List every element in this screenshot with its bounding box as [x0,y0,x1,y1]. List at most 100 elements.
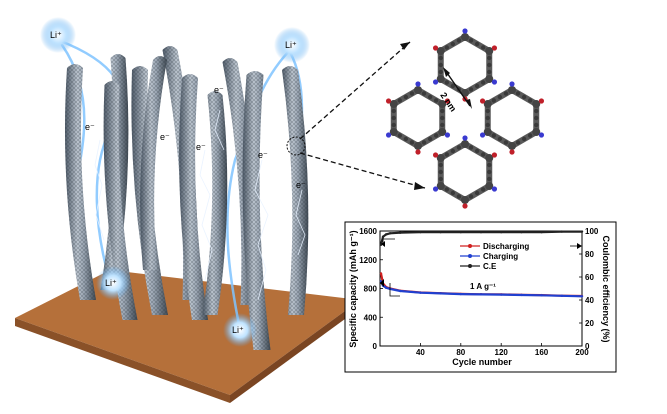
framework-node [532,128,541,136]
series-point [419,230,422,234]
series-lines [379,230,584,298]
y2-tick-label: 20 [585,319,594,328]
nanotube-mesh [282,66,309,315]
framework-node [485,47,494,55]
heteroatom [385,98,392,104]
framework-atom [450,148,456,154]
framework-node [414,86,422,94]
series-point [384,233,388,236]
axis-pointer-arrows [380,238,582,297]
framework-node [389,128,398,136]
x-tick-label: 40 [416,348,425,357]
framework-atom [440,115,445,121]
heteroatom [385,132,392,138]
framework-atom [409,91,415,96]
heteroatom [479,132,486,138]
framework-atom [456,145,462,150]
framework-atom [391,122,396,128]
framework-atom [487,55,492,61]
legend-label: Charging [483,252,518,261]
framework-node [414,142,422,150]
heteroatom [444,132,451,138]
framework-atom [487,176,492,182]
framework-atom [450,41,456,47]
x-tick-label: 120 [495,348,509,357]
heteroatom [491,79,498,85]
heteroatom [479,98,486,104]
framework-atom [503,140,509,145]
series-point [540,294,543,297]
series-point [500,293,503,296]
li-ion-labels: Li⁺ Li⁺ Li⁺ Li⁺ [50,30,297,335]
framework-node [485,154,494,162]
heteroatom [415,81,421,87]
framework-atom [487,162,492,168]
y2-tick-label: 40 [585,296,594,305]
framework-atom [468,87,474,92]
electron-labels: e⁻ e⁻ e⁻ e⁻ e⁻ e⁻ [85,85,306,190]
y2-tick-label: 0 [585,342,590,351]
framework-node [461,140,469,148]
framework-atom [474,41,480,47]
framework-atom [440,122,445,128]
framework-node [436,47,445,55]
heteroatom [491,186,498,192]
framework-atom [403,94,409,100]
framework-atom [480,45,486,50]
heteroatom [509,81,515,87]
y-tick-label: 800 [364,285,378,294]
framework-atom [391,108,396,114]
y2-tick-label: 100 [585,227,599,236]
series-point [479,293,483,296]
series-point [399,231,402,234]
series-point [459,292,462,296]
series-point [520,293,523,297]
series-point [580,295,584,298]
framework-atom [438,176,443,182]
framework-atom [391,115,396,121]
framework-atom [491,98,497,103]
framework-atom [456,38,462,43]
framework-atom [474,148,480,154]
framework-atom [487,69,492,75]
framework-atom [450,190,456,196]
framework-atom [421,140,427,145]
heteroatom [432,45,439,51]
electron-label: e⁻ [258,150,268,160]
framework-atom [403,136,409,142]
framework-atom [534,108,539,114]
y2-axis-label: Coulombic efficiency (%) [601,235,611,342]
heteroatom [432,152,439,158]
framework-node [485,182,494,190]
series-point [520,230,523,234]
framework-atom [438,55,443,61]
framework-node [483,128,492,136]
framework-atom [521,136,527,142]
framework-atom [438,169,443,175]
framework-node [436,75,445,83]
framework-atom [480,80,486,85]
framework-atom [515,140,521,145]
heteroatom [491,152,498,158]
framework-node [532,100,541,108]
series-point [459,230,462,234]
framework-atom [534,115,539,121]
framework-atom [474,83,480,89]
electron-label: e⁻ [160,132,170,142]
framework-atom [450,83,456,89]
framework-atom [444,45,450,50]
framework-atom [444,80,450,85]
framework-atom [487,169,492,175]
framework-atom [433,98,439,103]
legend-marker [468,254,472,258]
framework-atom [456,194,462,199]
series-point [384,286,388,289]
framework-atom [438,62,443,68]
nanotube-mesh [140,56,167,270]
framework-node [461,196,469,204]
framework-atom [427,94,433,100]
framework-atom [527,133,533,138]
